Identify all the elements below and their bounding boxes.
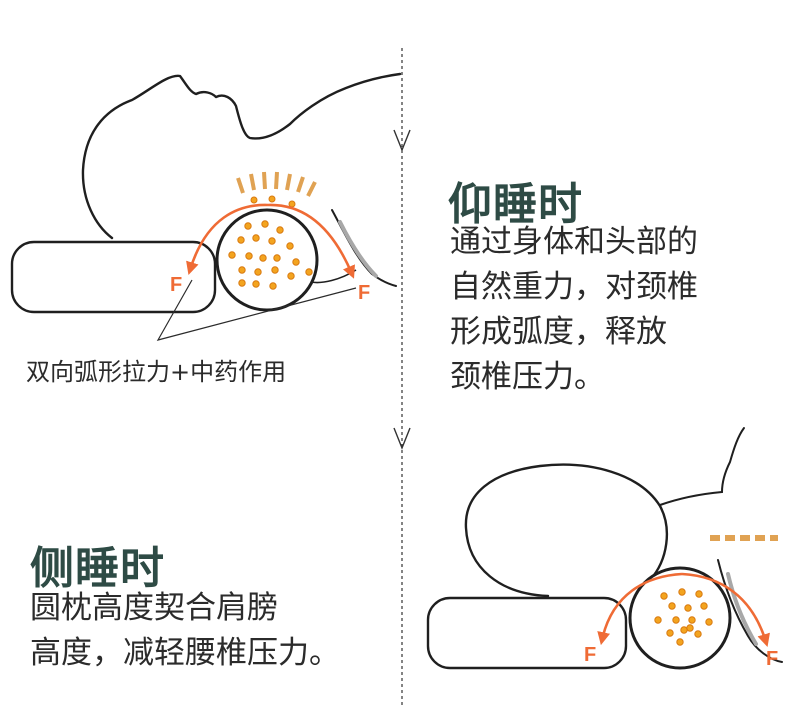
supine-caption: 双向弧形拉力+中药作用 <box>26 352 286 387</box>
side-shoulder-shadow <box>728 574 756 644</box>
supine-line-2: 自然重力，对颈椎 <box>450 265 698 310</box>
side-line-1: 圆枕高度契合肩膀 <box>30 586 278 631</box>
supine-line-3: 形成弧度，释放 <box>450 310 667 355</box>
side-force-label-left: F <box>584 644 596 667</box>
supine-flat-pillow <box>12 242 215 312</box>
supine-force-label-right: F <box>358 282 370 305</box>
supine-force-label-left: F <box>170 274 182 297</box>
side-illustration <box>428 428 782 668</box>
supine-head-outline <box>83 74 400 238</box>
supine-pressure-marks <box>238 172 315 196</box>
supine-line-1: 通过身体和头部的 <box>450 220 698 265</box>
side-line-2: 高度，减轻腰椎压力。 <box>30 631 340 676</box>
supine-line-4: 颈椎压力。 <box>450 355 605 400</box>
side-flat-pillow <box>428 598 626 668</box>
side-force-label-right: F <box>766 648 778 671</box>
supine-illustration <box>12 74 400 340</box>
side-neck-outline <box>660 428 744 505</box>
supine-pillow-shadow <box>311 270 356 283</box>
supine-neck-shadow <box>340 222 376 276</box>
side-head-outline <box>466 465 667 596</box>
